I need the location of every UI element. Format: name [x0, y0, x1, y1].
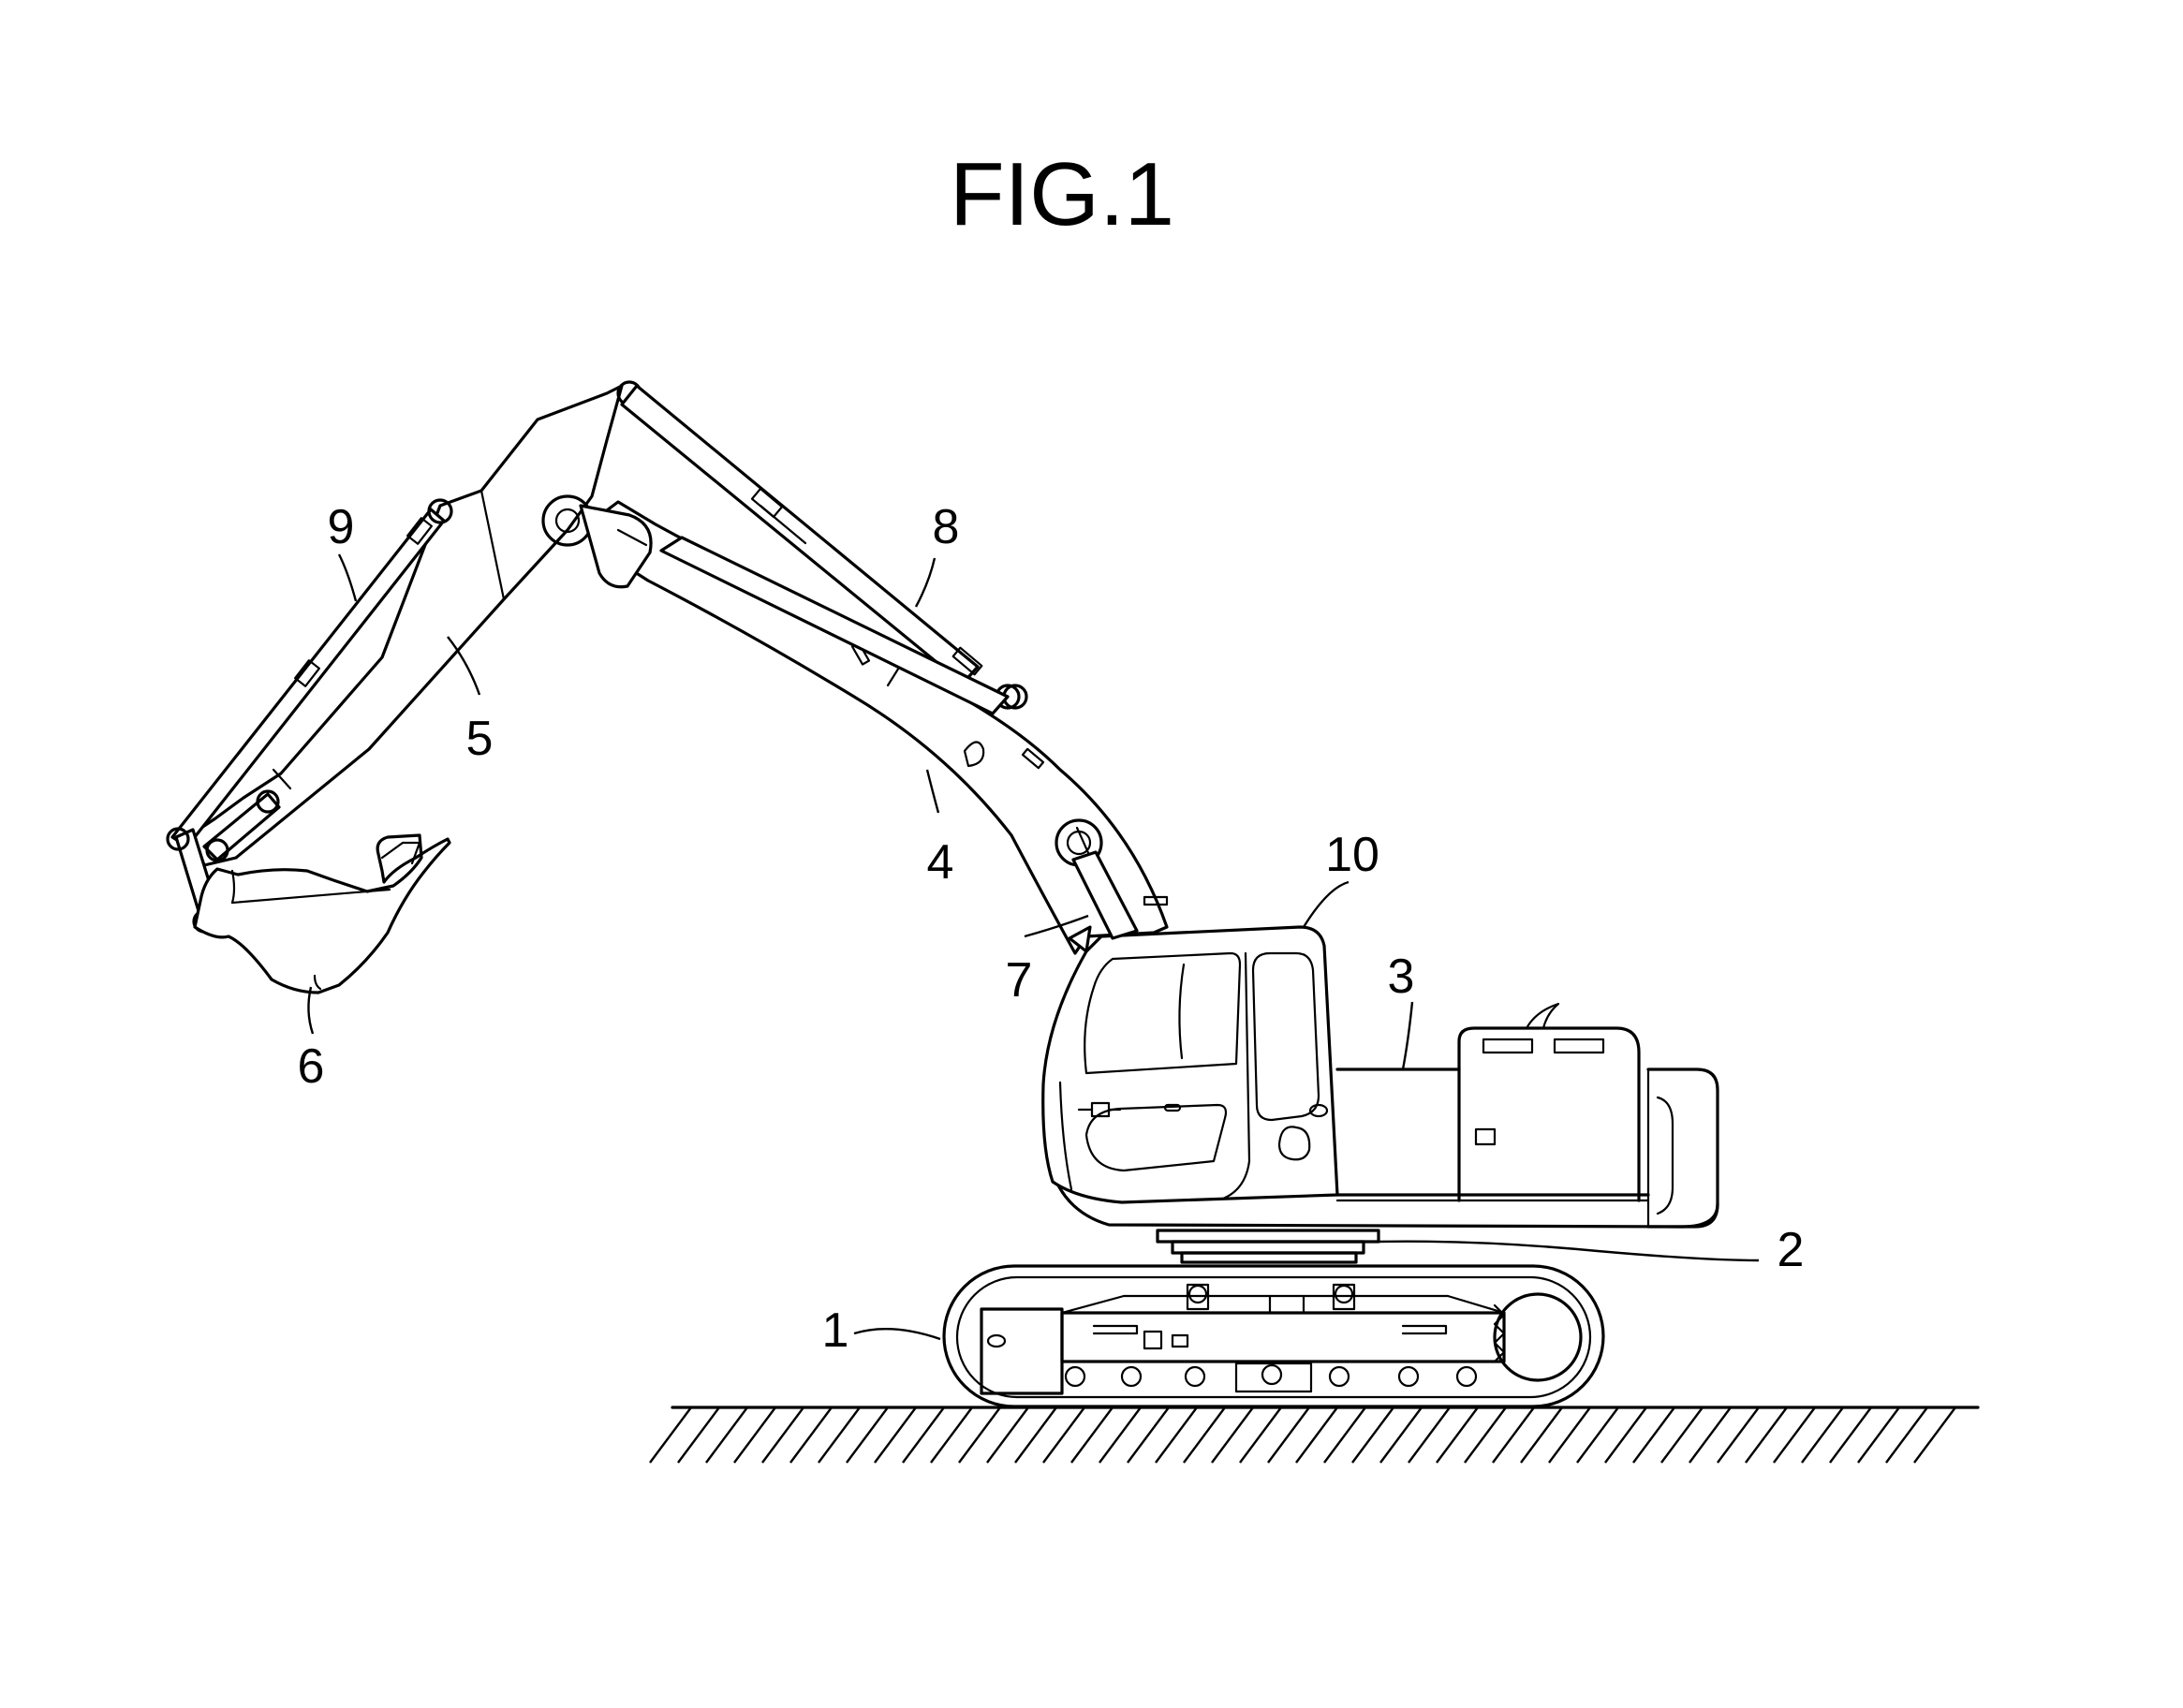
ground-hatching	[650, 1407, 1955, 1463]
leader-2	[1377, 1242, 1759, 1260]
figure-title: FIG.1	[950, 144, 1174, 244]
label-undercarriage: 1	[822, 1303, 849, 1358]
leader-9	[339, 554, 356, 601]
leader-10	[1304, 882, 1349, 927]
swing-bearing	[1158, 1230, 1379, 1262]
exhaust-pipe	[1527, 1004, 1558, 1028]
leader-6	[308, 987, 313, 1034]
boom-body	[588, 502, 1167, 953]
leader-1	[854, 1329, 940, 1339]
label-upper-structure: 3	[1388, 950, 1415, 1004]
idler-pin	[988, 1335, 1005, 1347]
drive-sprocket	[1495, 1294, 1581, 1380]
cab-body	[1043, 927, 1337, 1202]
ground	[650, 1407, 1978, 1463]
counterweight	[1648, 1069, 1718, 1227]
label-boom-cylinder: 7	[1006, 953, 1033, 1008]
leader-3	[1403, 1002, 1412, 1069]
undercarriage	[944, 1266, 1603, 1406]
leader-lines	[308, 554, 1759, 1339]
arm-body	[193, 386, 622, 865]
label-arm-cylinder: 8	[933, 500, 960, 554]
leader-4	[927, 770, 938, 813]
label-arm: 5	[466, 712, 494, 766]
access-panel-latch	[1476, 1129, 1495, 1144]
boom	[588, 502, 1167, 953]
engine-hood	[1459, 1028, 1639, 1200]
label-bucket: 6	[298, 1039, 325, 1094]
label-bucket-cylinder: 9	[328, 500, 355, 554]
cab	[1043, 927, 1337, 1202]
leader-8	[916, 558, 935, 607]
idler-housing	[981, 1309, 1062, 1393]
label-boom: 4	[927, 835, 954, 890]
label-cab: 10	[1325, 828, 1379, 882]
track-frame	[1062, 1313, 1504, 1362]
label-swing-bearing: 2	[1777, 1223, 1805, 1277]
